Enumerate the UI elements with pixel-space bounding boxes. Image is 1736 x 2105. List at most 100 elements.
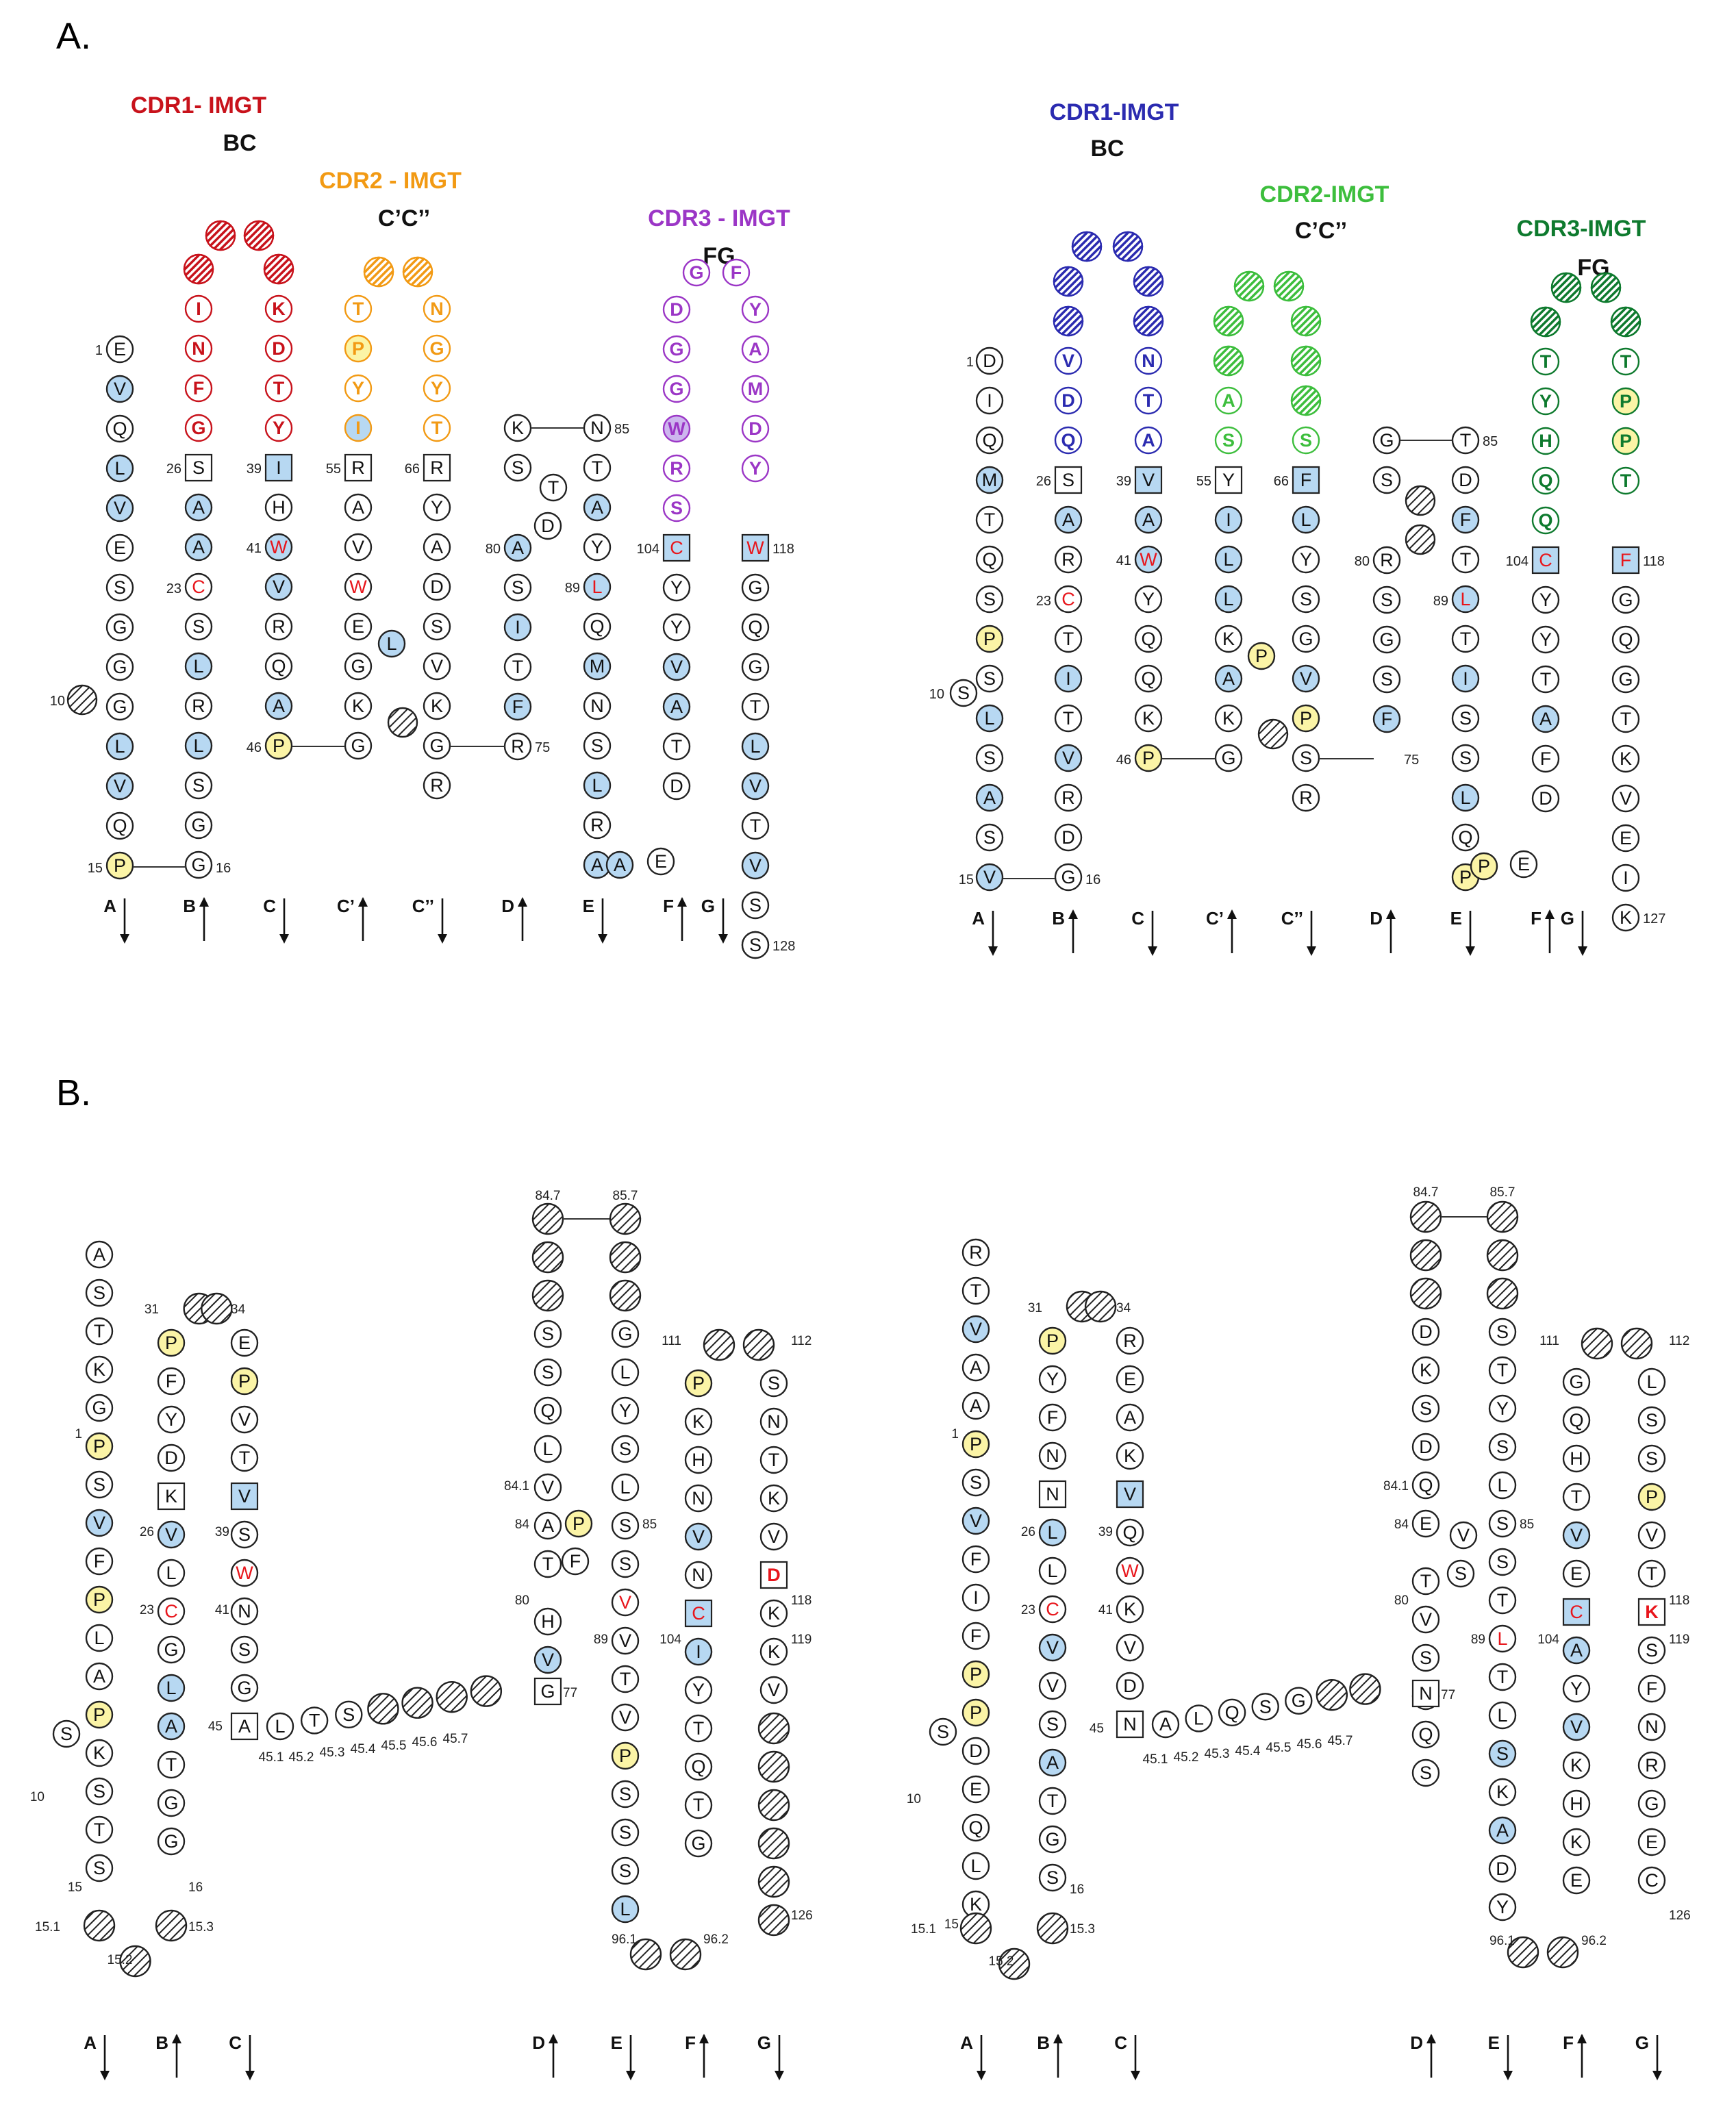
residue-label: K (93, 1359, 105, 1380)
residue-D: D (1116, 1672, 1144, 1700)
position-number: 80 (1355, 554, 1370, 569)
residue-label: N (1419, 1683, 1433, 1704)
residue-K: K (1562, 1828, 1591, 1856)
residue-N: N (184, 334, 213, 363)
residue-label: L (592, 577, 602, 597)
residue-Q: Q (533, 1396, 562, 1425)
position-number: 31 (144, 1302, 159, 1317)
position-number: 85.7 (613, 1189, 638, 1203)
residue-S: S (961, 1468, 990, 1497)
residue-T: T (684, 1714, 713, 1743)
residue-D: D (662, 295, 691, 324)
position-number: 84.7 (536, 1189, 561, 1203)
residue-L: L (1214, 585, 1243, 614)
residue-label: Q (1141, 668, 1155, 689)
position-number: 45.1 (1143, 1752, 1168, 1767)
residue-label: L (620, 1899, 630, 1919)
residue-P: P (684, 1369, 713, 1398)
residue-label: R (351, 457, 365, 478)
residue-E: E (1562, 1866, 1591, 1895)
topology-panel-b2: RTVAAPSVFIFPPSDEQLKPYFNNLLCVVSATGSREAKVQ… (907, 1185, 1691, 2080)
residue-A: A (1134, 426, 1163, 455)
residue-K: K (157, 1482, 186, 1511)
residue-Y: Y (684, 1676, 713, 1704)
residue-label: A (542, 1515, 554, 1536)
residue-S: S (1038, 1863, 1067, 1892)
position-number: 84.7 (1413, 1185, 1439, 1200)
residue-gap (363, 256, 394, 288)
residue-T: T (741, 692, 770, 721)
position-number: 15 (959, 872, 974, 887)
residue-G: G (157, 1827, 186, 1856)
residue-label: P (273, 735, 285, 756)
residue-Q: Q (1134, 664, 1163, 693)
residue-label: S (619, 1822, 631, 1843)
residue-label: S (238, 1639, 251, 1660)
residue-label: S (60, 1724, 73, 1744)
residue-S: S (533, 1358, 562, 1387)
residue-gap (1213, 345, 1244, 377)
residue-label: T (1571, 1487, 1583, 1507)
residue-label: P (352, 338, 364, 359)
residue-label: A (983, 787, 996, 808)
residue-S: S (949, 679, 978, 707)
residue-gap (66, 684, 98, 716)
residue-A: A (533, 1511, 562, 1540)
residue-V: V (975, 863, 1004, 892)
residue-label: K (93, 1743, 105, 1763)
residue-V: V (105, 375, 134, 403)
residue-Q: Q (1611, 625, 1640, 654)
residue-R: R (961, 1238, 990, 1267)
residue-K: K (759, 1637, 788, 1666)
residue-label: P (573, 1513, 585, 1534)
residue-gap (1213, 305, 1244, 337)
residue-L: L (1292, 505, 1320, 534)
residue-label: H (692, 1450, 705, 1470)
residue-label: Y (1300, 549, 1312, 570)
position-number: 119 (791, 1633, 812, 1647)
residue-label: S (749, 895, 762, 916)
residue-label: G (237, 1678, 251, 1698)
residue-label: E (1124, 1369, 1136, 1389)
residue-label: L (1047, 1561, 1057, 1581)
residue-gap (183, 253, 214, 285)
residue-L: L (1637, 1367, 1666, 1396)
residue-label: W (270, 537, 288, 557)
residue-label: P (93, 1436, 105, 1457)
residue-Y: Y (264, 414, 293, 442)
residue-label: G (1298, 629, 1313, 649)
position-number: 41 (1116, 553, 1131, 568)
residue-Q: Q (1116, 1518, 1144, 1547)
residue-label: Q (1122, 1522, 1137, 1543)
residue-S: S (503, 453, 532, 482)
position-number: 85 (1520, 1517, 1534, 1532)
svg-text:C: C (1131, 908, 1144, 929)
residue-gap (1133, 305, 1164, 337)
residue-R: R (583, 811, 612, 840)
residue-label: F (1646, 1678, 1658, 1699)
residue-L: L (611, 1473, 640, 1502)
residue-V: V (611, 1703, 640, 1732)
residue-label: F (512, 696, 524, 717)
svg-text:C’’: C’’ (412, 896, 434, 916)
position-number: 45.4 (1235, 1744, 1261, 1759)
residue-S: S (1451, 744, 1480, 772)
residue-label: T (1497, 1667, 1509, 1687)
residue-label: I (696, 1641, 701, 1662)
residue-L: L (105, 454, 134, 483)
position-number: 15.1 (911, 1922, 936, 1937)
residue-D: D (1054, 823, 1083, 852)
strand-arrow-E: E (1488, 2032, 1513, 2080)
residue-gap (531, 1241, 564, 1274)
residue-V: V (1562, 1713, 1591, 1741)
residue-S: S (184, 453, 213, 482)
residue-label: N (767, 1411, 781, 1432)
residue-Y: Y (423, 374, 451, 403)
position-number: 55 (326, 462, 341, 477)
residue-T: T (1611, 705, 1640, 733)
residue-S: S (611, 1550, 640, 1578)
residue-T: T (1038, 1787, 1067, 1815)
residue-P: P (1611, 427, 1640, 455)
residue-label: Y (1222, 470, 1235, 490)
